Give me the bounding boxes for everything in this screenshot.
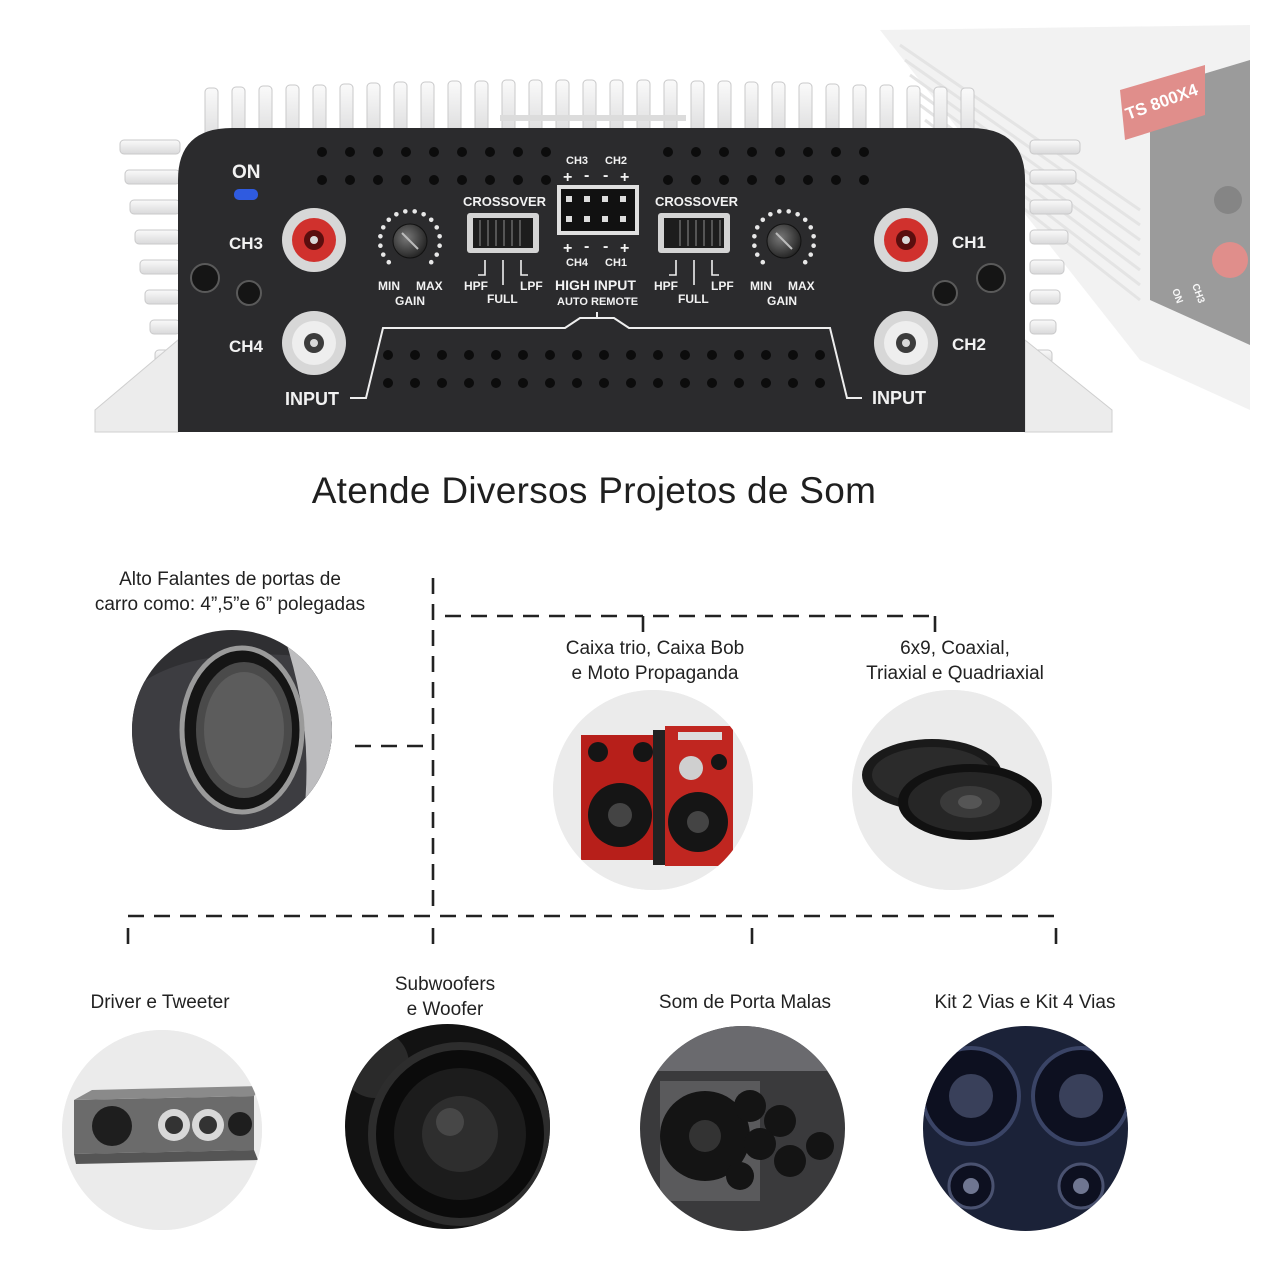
svg-text:CH1: CH1	[605, 257, 627, 269]
svg-text:GAIN: GAIN	[395, 294, 425, 308]
svg-text:ON: ON	[232, 162, 261, 183]
svg-text:MIN: MIN	[750, 279, 772, 293]
svg-text:HIGH INPUT: HIGH INPUT	[555, 277, 636, 293]
oval-speakers-photo-icon	[852, 690, 1052, 890]
svg-text:CH1: CH1	[952, 233, 986, 252]
svg-text:CH2: CH2	[952, 335, 986, 354]
on-led-icon	[234, 189, 258, 200]
crossover-switch-right-icon	[658, 213, 730, 253]
svg-text:ON: ON	[1169, 287, 1184, 305]
svg-text:-: -	[584, 167, 589, 184]
svg-text:+: +	[620, 169, 629, 186]
svg-text:HPF: HPF	[464, 279, 488, 293]
caption-trio-box: Caixa trio, Caixa Bob e Moto Propaganda	[565, 638, 745, 684]
caption-trunk-sound: Som de Porta Malas	[658, 992, 832, 1013]
svg-text:+: +	[563, 169, 572, 186]
rca-ch4-icon	[282, 311, 346, 375]
svg-text:CH2: CH2	[605, 155, 627, 167]
svg-text:AUTO REMOTE: AUTO REMOTE	[557, 296, 638, 308]
svg-text:GAIN: GAIN	[767, 294, 797, 308]
svg-text:CH4: CH4	[566, 257, 589, 269]
tweeter-box-photo-icon	[62, 1030, 262, 1230]
section-headline: Atende Diversos Projetos de Som	[311, 470, 877, 511]
svg-text:FULL: FULL	[487, 292, 518, 306]
caption-driver-tweeter: Driver e Tweeter	[90, 992, 230, 1013]
svg-text:MAX: MAX	[788, 279, 815, 293]
svg-text:INPUT: INPUT	[285, 389, 339, 409]
rca-ch2-icon	[874, 311, 938, 375]
svg-text:-: -	[584, 238, 589, 255]
svg-text:-: -	[603, 167, 608, 184]
door-speaker-photo-icon	[132, 630, 332, 830]
svg-text:MAX: MAX	[416, 279, 443, 293]
caption-speaker-kit: Kit 2 Vias e Kit 4 Vias	[934, 992, 1116, 1013]
trio-box-photo-icon	[553, 690, 753, 890]
svg-text:FULL: FULL	[678, 292, 709, 306]
amplifier-panel-image: TS 800X4 ON CH3 ON CH3 CH4 CH1 CH2	[94, 25, 1250, 433]
crossover-switch-left-icon	[467, 213, 539, 253]
svg-text:-: -	[603, 238, 608, 255]
screw-icons	[190, 263, 1006, 306]
svg-text:+: +	[563, 240, 572, 257]
svg-text:CH4: CH4	[229, 337, 264, 356]
svg-text:CROSSOVER: CROSSOVER	[655, 194, 739, 209]
subwoofer-photo-icon	[345, 1024, 550, 1229]
speaker-kit-photo-icon	[923, 1026, 1128, 1231]
caption-door-speakers: Alto Falantes de portas de carro como: 4…	[94, 569, 366, 615]
svg-text:LPF: LPF	[711, 279, 734, 293]
rca-ch3-icon	[282, 208, 346, 272]
high-input-connector-icon	[557, 185, 639, 235]
svg-text:MIN: MIN	[378, 279, 400, 293]
svg-text:CROSSOVER: CROSSOVER	[463, 194, 547, 209]
svg-text:HPF: HPF	[654, 279, 678, 293]
svg-text:INPUT: INPUT	[872, 388, 926, 408]
caption-subwoofers: Subwoofers e Woofer	[394, 974, 496, 1020]
gain-knob-left-icon	[378, 209, 442, 265]
gain-knob-right-icon	[752, 209, 816, 265]
svg-text:CH3: CH3	[229, 234, 263, 253]
caption-oval-speakers: 6x9, Coaxial, Triaxial e Quadriaxial	[866, 638, 1044, 684]
svg-text:CH3: CH3	[566, 155, 588, 167]
rca-ch1-icon	[874, 208, 938, 272]
trunk-sound-photo-icon	[640, 1026, 845, 1231]
svg-text:LPF: LPF	[520, 279, 543, 293]
svg-text:+: +	[620, 240, 629, 257]
